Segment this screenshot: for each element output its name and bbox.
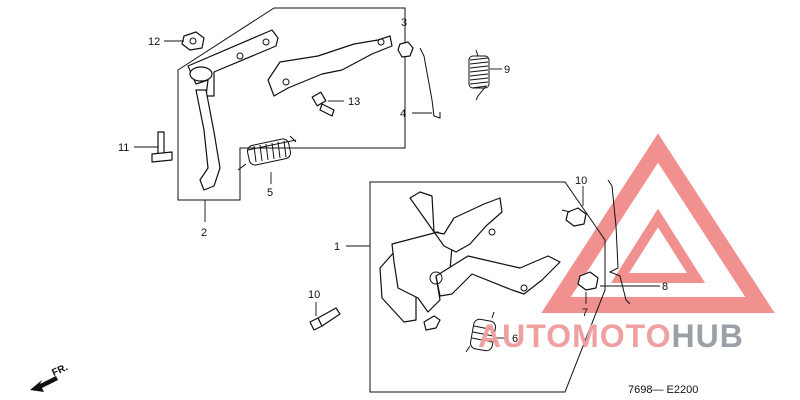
- part-4-rod: [419, 47, 441, 119]
- front-arrow-icon: [30, 376, 58, 392]
- callout-13: 13: [348, 96, 360, 108]
- part-3-nut: [397, 41, 414, 58]
- callout-1: 1: [334, 241, 340, 253]
- watermark-logo-triangle: [541, 133, 775, 313]
- diagram-code: 7698— E2200: [628, 384, 699, 396]
- watermark-part1: AUTOMOTO: [478, 318, 672, 354]
- part-5-spring: [237, 135, 297, 171]
- callout-9: 9: [504, 64, 510, 76]
- part-1-control-base: [379, 191, 561, 331]
- callout-10-lower: 10: [308, 289, 320, 301]
- group-box-1: [369, 181, 606, 393]
- part-7-nut: [577, 271, 599, 291]
- part-6-spring: [465, 311, 496, 353]
- callout-4: 4: [400, 108, 406, 120]
- group-box-2: [177, 7, 406, 201]
- callout-12: 12: [148, 36, 160, 48]
- callout-10-upper: 10: [575, 175, 587, 187]
- part-10-upper-bolt: [561, 207, 587, 227]
- watermark-text: AUTOMOTOHUB: [478, 318, 744, 355]
- callout-2: 2: [201, 227, 207, 239]
- callout-11: 11: [118, 142, 129, 154]
- part-9-spring: [468, 49, 490, 101]
- part-2-lever-bracket: [187, 29, 279, 191]
- callout-7: 7: [582, 307, 588, 319]
- upper-plate-arm: [267, 35, 393, 97]
- callout-6: 6: [512, 333, 518, 345]
- part-13-bolt: [311, 91, 335, 117]
- callout-5: 5: [267, 187, 273, 199]
- part-8-rod: [607, 179, 631, 305]
- leader-lines: [134, 28, 660, 339]
- part-12-nut: [181, 31, 205, 51]
- callout-8: 8: [662, 281, 668, 293]
- part-10-lower-bolt: [309, 307, 341, 331]
- watermark-part2: HUB: [671, 318, 744, 354]
- callout-3: 3: [401, 17, 407, 29]
